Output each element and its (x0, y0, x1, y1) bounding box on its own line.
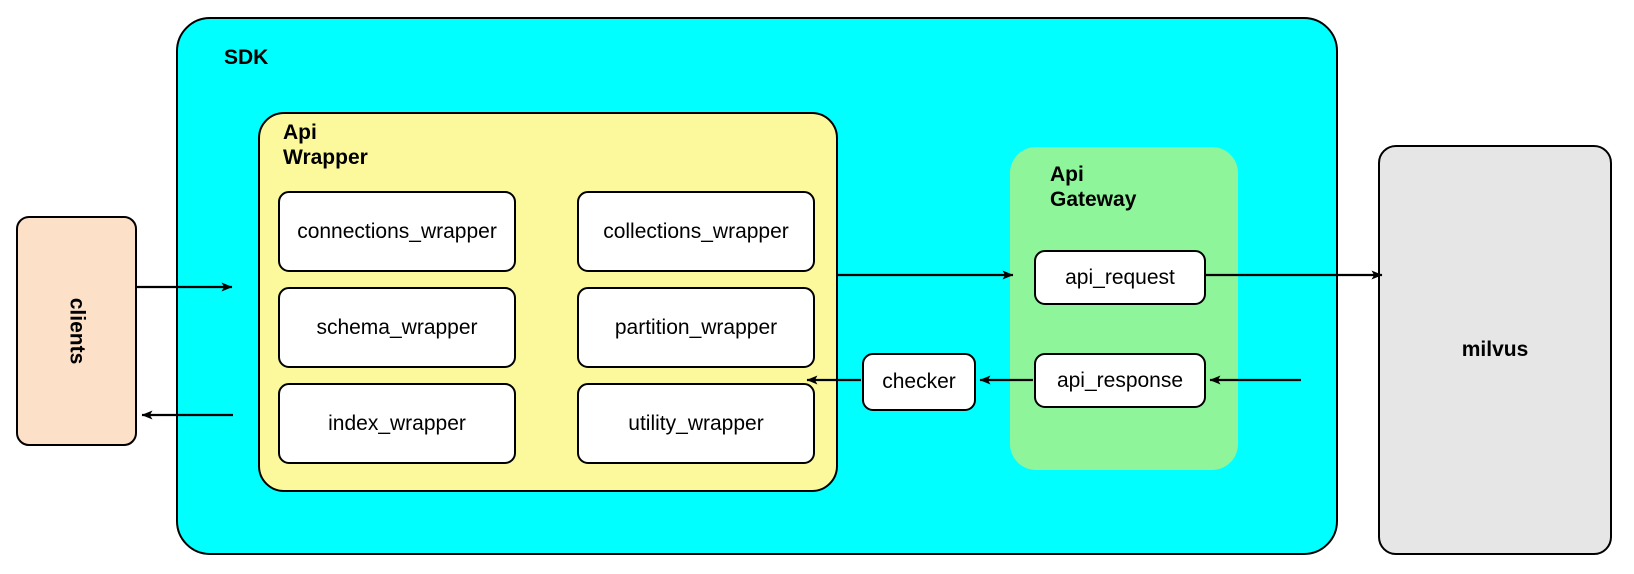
node-index-wrapper[interactable]: index_wrapper (278, 383, 516, 464)
node-collections-wrapper[interactable]: collections_wrapper (577, 191, 815, 272)
node-label: checker (882, 370, 956, 393)
node-label: collections_wrapper (603, 219, 789, 243)
node-checker[interactable]: checker (862, 353, 976, 411)
node-label: api_response (1056, 368, 1184, 392)
node-utility-wrapper[interactable]: utility_wrapper (577, 383, 815, 464)
node-clients[interactable]: clients (16, 216, 137, 446)
api-gateway-label: Api Gateway (1050, 163, 1137, 211)
node-label: milvus (1461, 338, 1529, 361)
node-milvus[interactable]: milvus (1378, 145, 1612, 555)
node-schema-wrapper[interactable]: schema_wrapper (278, 287, 516, 368)
sdk-label: SDK (224, 46, 269, 69)
api-gateway-container: Api Gateway (1010, 147, 1238, 470)
node-api-request[interactable]: api_request (1034, 250, 1206, 305)
node-label: api_request (1065, 265, 1175, 289)
node-label: utility_wrapper (628, 411, 764, 435)
api-wrapper-label: Api Wrapper (283, 121, 368, 169)
node-label: index_wrapper (328, 411, 466, 435)
node-api-response[interactable]: api_response (1034, 353, 1206, 408)
node-label: schema_wrapper (316, 315, 478, 339)
node-label: clients (65, 297, 89, 365)
node-label: connections_wrapper (297, 219, 497, 243)
node-partition-wrapper[interactable]: partition_wrapper (577, 287, 815, 368)
node-connections-wrapper[interactable]: connections_wrapper (278, 191, 516, 272)
node-label: partition_wrapper (614, 315, 778, 339)
